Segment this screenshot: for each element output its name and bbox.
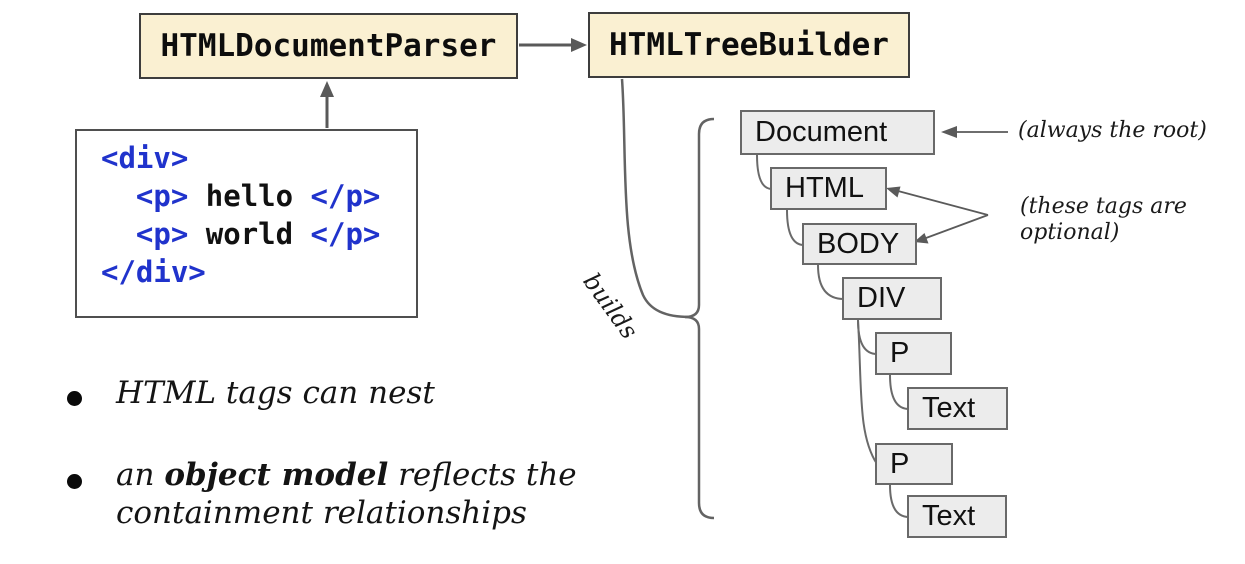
optional-annotation-line2: optional): [1020, 220, 1120, 245]
code-text-world: world: [188, 217, 311, 251]
optional-annotation-line1: (these tags are: [1020, 194, 1187, 219]
tree-node-text-2: Text: [907, 495, 1007, 538]
bullet-dot-1: [67, 391, 82, 406]
parser-box: HTMLDocumentParser: [139, 13, 518, 79]
connector-body-div: [817, 264, 845, 300]
tree-node-text-2-label: Text: [922, 500, 976, 532]
arrowhead-left-icon: [941, 126, 957, 138]
tree-node-text-1-label: Text: [922, 392, 976, 424]
tree-node-div: DIV: [842, 277, 942, 320]
arrow-optional-to-body: [925, 214, 989, 239]
tree-node-body-label: BODY: [817, 227, 900, 260]
code-close-p2: </p>: [310, 217, 381, 251]
code-close-div: </div>: [101, 255, 206, 289]
tree-node-text-1: Text: [907, 387, 1008, 430]
bullet-item-nest: HTML tags can nest: [116, 375, 435, 411]
parser-box-label: HTMLDocumentParser: [160, 28, 497, 64]
bullet2-line2: containment relationships: [116, 495, 527, 531]
builds-label: builds: [577, 268, 644, 345]
code-text-hello: hello: [188, 179, 311, 213]
html-source-code-box: <div> <p> hello </p> <p> world </p> </di…: [75, 129, 418, 318]
bullet2-bold: object model: [164, 457, 389, 493]
arrowhead-right-icon: [571, 38, 587, 52]
treebuilder-box: HTMLTreeBuilder: [588, 12, 910, 78]
tree-node-html: HTML: [770, 167, 887, 210]
code-open-div: <div>: [101, 141, 189, 175]
tree-node-p-2: P: [875, 443, 953, 485]
code-open-p1: <p>: [101, 179, 189, 213]
tree-node-p-1-label: P: [890, 337, 910, 369]
tree-node-p-2-label: P: [890, 447, 910, 480]
arrowhead-upleft-icon: [886, 186, 901, 198]
bullet2-suffix: reflects the: [388, 457, 577, 493]
tree-node-document: Document: [740, 110, 935, 155]
treebuilder-box-label: HTMLTreeBuilder: [609, 27, 889, 63]
arrowhead-up-icon: [320, 81, 334, 97]
optional-annotation: (these tags are optional): [1020, 194, 1187, 246]
bullet-item-object-model: an object model reflects the containment…: [116, 456, 577, 532]
tree-node-body: BODY: [802, 223, 917, 265]
tree-bracket: [684, 117, 715, 520]
bullet-dot-2: [67, 474, 82, 489]
code-close-p1: </p>: [310, 179, 381, 213]
tree-node-document-label: Document: [755, 116, 888, 148]
tree-node-html-label: HTML: [785, 172, 864, 204]
tree-node-p-1: P: [875, 332, 952, 375]
bullet2-prefix: an: [116, 457, 165, 493]
builds-curve: [620, 78, 691, 319]
code-open-p2: <p>: [101, 217, 189, 251]
arrow-optional-to-html: [897, 190, 989, 216]
root-annotation: (always the root): [1018, 118, 1207, 143]
tree-node-div-label: DIV: [857, 282, 906, 314]
